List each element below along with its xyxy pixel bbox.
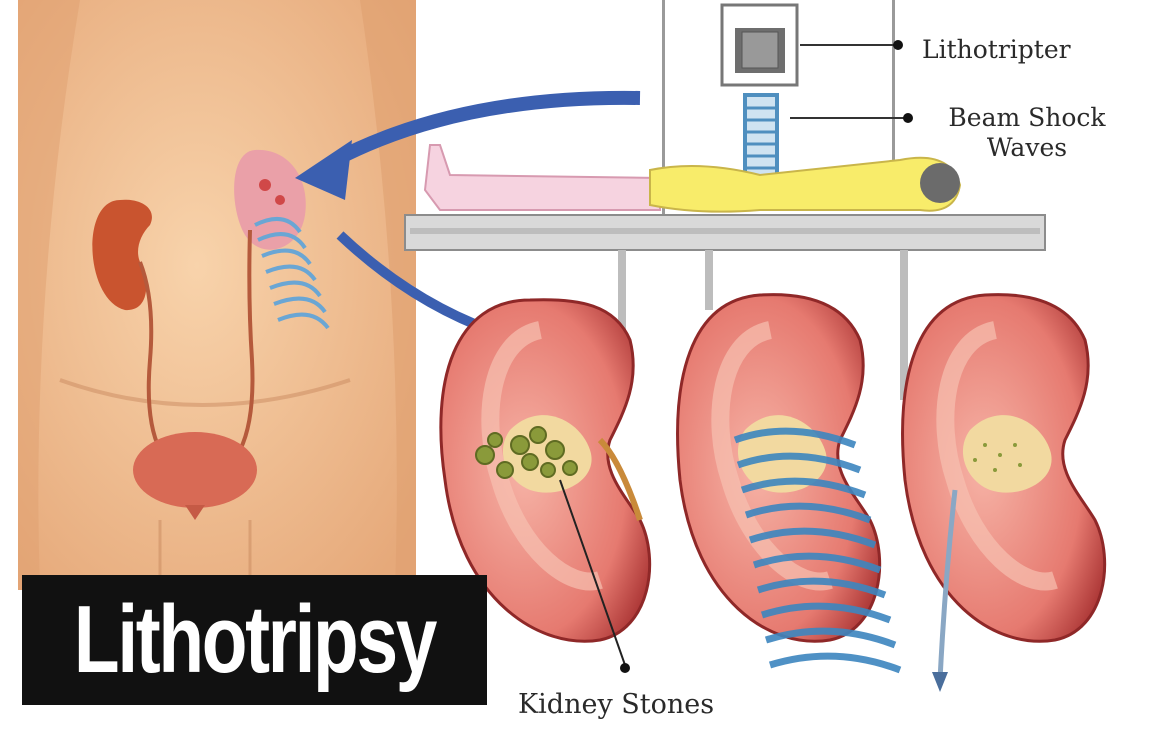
label-lithotripter: Lithotripter: [922, 35, 1071, 65]
title-text: Lithotripsy: [74, 585, 435, 695]
kidney-after-treatment: [903, 295, 1105, 692]
label-kidney-stones: Kidney Stones: [518, 690, 714, 720]
label-beam-shock-line1: Beam Shock: [932, 103, 1122, 133]
kidney-with-shock-waves: [678, 295, 900, 670]
title-banner: Lithotripsy: [22, 575, 487, 705]
label-beam-shock-line2: Waves: [932, 133, 1122, 163]
label-beam-shock-waves: Beam Shock Waves: [932, 103, 1122, 163]
